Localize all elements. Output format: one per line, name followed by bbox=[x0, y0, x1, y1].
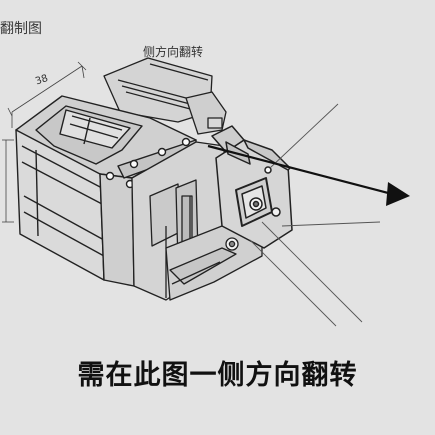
dimension-lines bbox=[2, 61, 87, 223]
flip-direction-arrow bbox=[207, 144, 410, 206]
guide-lines bbox=[249, 103, 381, 327]
main-body bbox=[15, 95, 197, 287]
bottom-rail bbox=[165, 225, 263, 301]
corner-label: 翻制图 bbox=[0, 21, 42, 37]
latch-block bbox=[211, 125, 293, 249]
top-housing bbox=[103, 57, 227, 135]
view-direction-label: 侧方向翻转 bbox=[143, 45, 204, 59]
caption: 需在此图一侧方向翻转 bbox=[77, 360, 358, 391]
